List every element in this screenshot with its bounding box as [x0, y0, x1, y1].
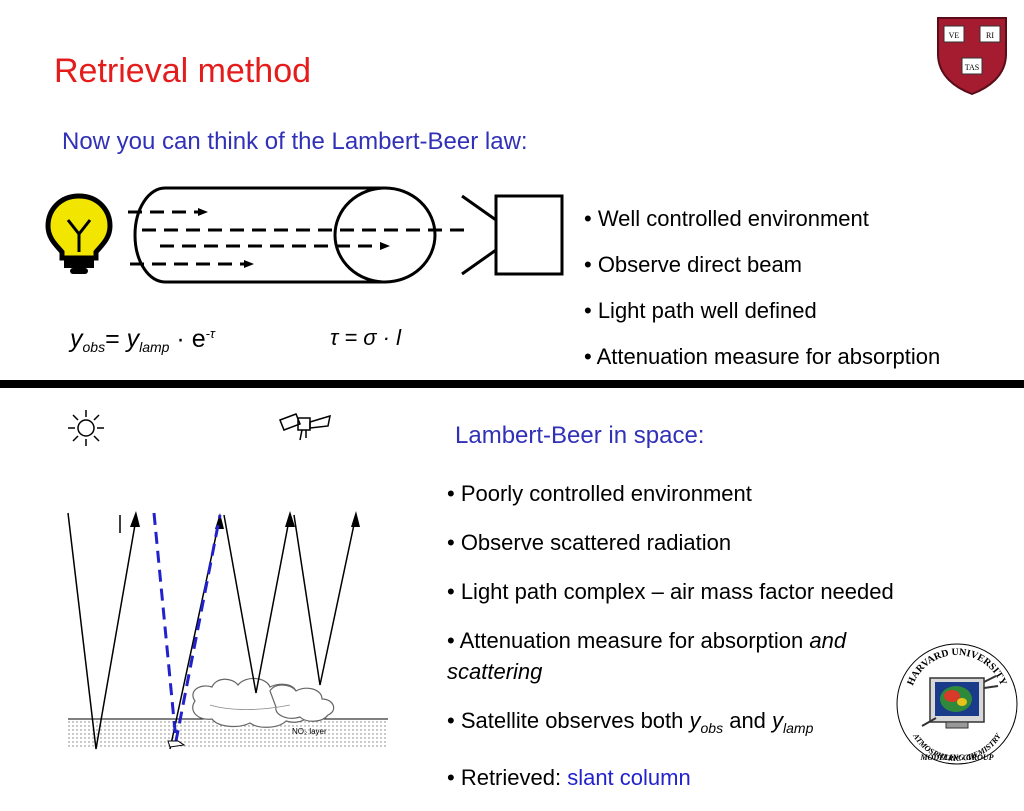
detector-box [461, 194, 564, 276]
acmg-logo: HARVARD UNIVERSITY ATMOSPHERIC CHEMISTRY… [896, 643, 1018, 765]
space-bullet: • Observe scattered radiation [447, 530, 732, 555]
space-heading: Lambert-Beer in space: [455, 422, 705, 449]
harvard-shield-logo: VE RI TAS [937, 17, 1007, 96]
shield-text-ri: RI [986, 31, 994, 40]
lambert-beer-heading: Now you can think of the Lambert-Beer la… [62, 128, 528, 155]
acmg-bottom-text-2: MODELING GROUP [919, 753, 993, 762]
space-bullet: • Retrieved: slant column [447, 765, 691, 790]
satellite-icon [279, 413, 331, 441]
no2-layer-label: NO₂ layer [292, 727, 327, 736]
lab-bullet-list: • Well controlled environment • Observe … [584, 196, 940, 380]
shield-text-tas: TAS [965, 63, 979, 72]
lambert-beer-formula: yobs= ylamp · e-τ [70, 325, 215, 355]
space-scattering-diagram: NO₂ layer [67, 511, 388, 750]
space-bullet: • Light path complex – air mass factor n… [447, 579, 894, 604]
space-bullet: • Satellite observes both yobs and ylamp [447, 708, 814, 736]
section-divider [0, 380, 1024, 388]
optical-depth-formula: τ = σ · l [330, 325, 402, 350]
lightbulb-icon [45, 193, 113, 274]
slide-title: Retrieval method [54, 52, 312, 90]
sun-icon [68, 410, 104, 446]
space-bullet: • Attenuation measure for absorption and… [447, 628, 847, 684]
space-bullet: • Poorly controlled environment [447, 481, 752, 506]
absorption-tube-diagram [128, 186, 465, 284]
lab-bullet: • Light path well defined [584, 298, 817, 323]
lab-bullet: • Well controlled environment [584, 206, 869, 231]
shield-text-ve: VE [949, 31, 960, 40]
lab-bullet: • Observe direct beam [584, 252, 803, 277]
lab-bullet: • Attenuation measure for absorption [584, 344, 941, 369]
